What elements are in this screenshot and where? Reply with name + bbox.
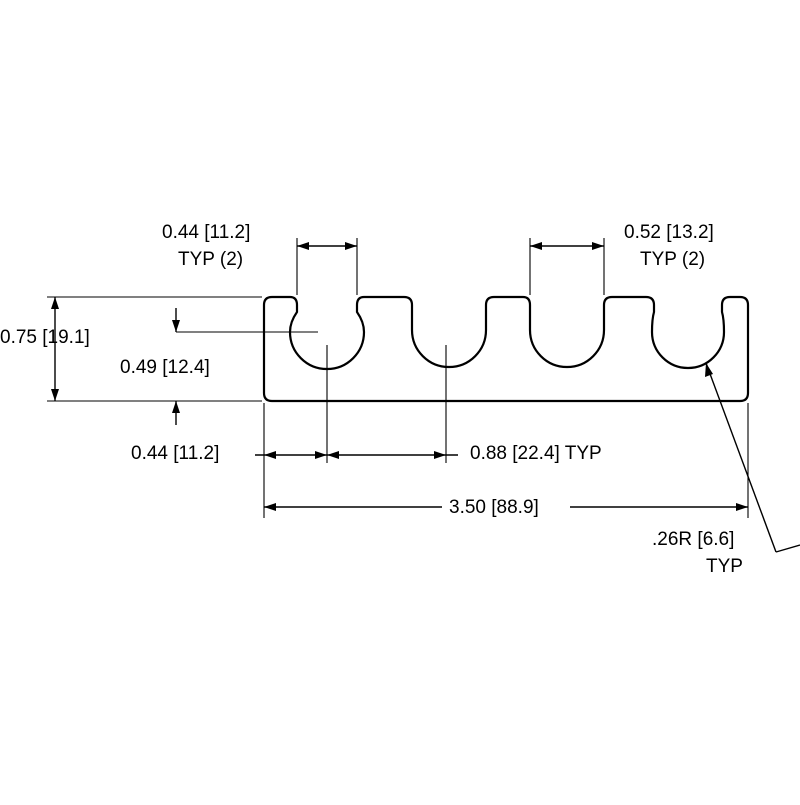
arrowhead [530, 242, 542, 250]
arrowhead [51, 297, 59, 309]
arrowhead [592, 242, 604, 250]
arrowhead [315, 451, 327, 459]
dim-label-slot-pitch: 0.88 [22.4] TYP [470, 443, 602, 464]
arrowhead [172, 320, 180, 332]
arrowhead [434, 451, 446, 459]
dim-label-first-slot-offset: 0.44 [11.2] [131, 443, 219, 464]
arrowhead [172, 401, 180, 413]
arrowhead [51, 389, 59, 401]
dim-label-right-slot-qty: TYP (2) [640, 249, 705, 270]
dim-label-right-slot-width: 0.52 [13.2] [624, 222, 714, 243]
dim-label-overall-length: 3.50 [88.9] [449, 497, 539, 518]
leader-line-radius [705, 362, 777, 553]
arrowhead [327, 451, 339, 459]
dim-label-overall-height: 0.75 [19.1] [0, 327, 90, 348]
dim-label-left-slot-qty: TYP (2) [178, 249, 243, 270]
dim-label-left-slot-width: 0.44 [11.2] [162, 222, 250, 243]
arrowhead [736, 503, 748, 511]
part-outline [262, 295, 750, 403]
dim-label-slot-depth: 0.49 [12.4] [120, 357, 210, 378]
dim-label-radius: .26R [6.6] [652, 529, 734, 550]
dim-label-radius-qty: TYP [706, 556, 743, 577]
arrowhead [297, 242, 309, 250]
arrowhead [345, 242, 357, 250]
arrowhead [264, 503, 276, 511]
leader-line-radius-shoulder [775, 544, 800, 553]
arrowhead [264, 451, 276, 459]
arrowhead [705, 363, 713, 377]
